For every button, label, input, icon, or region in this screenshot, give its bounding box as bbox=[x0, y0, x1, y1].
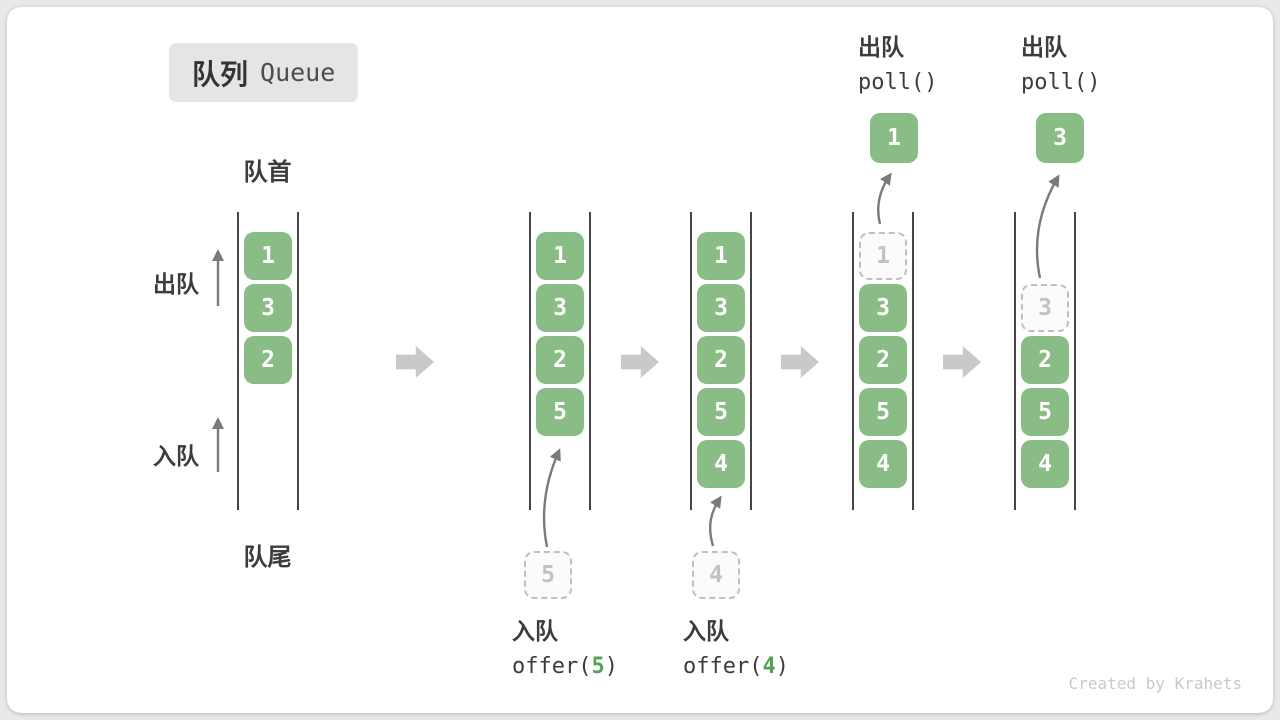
queue-item: 3 bbox=[536, 284, 584, 332]
title-zh: 队列 bbox=[192, 58, 249, 90]
queue-item: 5 bbox=[859, 388, 907, 436]
queue-item: 2 bbox=[697, 336, 745, 384]
queue-item: 2 bbox=[244, 336, 292, 384]
polled-item-3: 3 bbox=[1036, 113, 1084, 163]
queue-item: 3 bbox=[244, 284, 292, 332]
queue-item: 5 bbox=[697, 388, 745, 436]
queue-item: 1 bbox=[244, 232, 292, 280]
queue-item: 1 bbox=[536, 232, 584, 280]
enqueue-arg: 5 bbox=[591, 654, 605, 679]
title-badge: 队列 Queue bbox=[169, 43, 359, 102]
queue-item-ghost: 1 bbox=[859, 232, 907, 280]
queue-item: 2 bbox=[1021, 336, 1069, 384]
title-en: Queue bbox=[260, 58, 336, 87]
queue-item-ghost: 3 bbox=[1021, 284, 1069, 332]
queue-wall-left bbox=[690, 212, 692, 510]
pending-item-4: 4 bbox=[692, 551, 740, 599]
queue-item: 5 bbox=[1021, 388, 1069, 436]
watermark: Created by Krahets bbox=[1068, 674, 1242, 693]
enqueue-arg: 4 bbox=[762, 654, 776, 679]
dequeue-direction-label: 出队 bbox=[153, 271, 199, 297]
queue-wall-left bbox=[852, 212, 854, 510]
queue-wall-left bbox=[237, 212, 239, 510]
enqueue-caption-code: offer(5) bbox=[512, 654, 618, 679]
queue-item: 4 bbox=[697, 440, 745, 488]
dequeue-caption-label: 出队 bbox=[858, 34, 904, 60]
enqueue-direction-label: 入队 bbox=[153, 443, 199, 469]
dequeue-caption: 出队 poll() bbox=[858, 28, 937, 95]
queue-wall-right bbox=[1074, 212, 1076, 510]
queue-rear-label: 队尾 bbox=[243, 544, 292, 571]
enqueue-caption: 入队 offer(4) bbox=[683, 612, 789, 679]
queue-wall-right bbox=[750, 212, 752, 510]
queue-item: 5 bbox=[536, 388, 584, 436]
queue-item: 1 bbox=[697, 232, 745, 280]
queue-front-label: 队首 bbox=[243, 159, 292, 186]
dequeue-caption-code: poll() bbox=[1021, 70, 1101, 95]
queue-wall-left bbox=[1014, 212, 1016, 510]
queue-wall-right bbox=[589, 212, 591, 510]
queue-item: 4 bbox=[1021, 440, 1069, 488]
queue-item: 4 bbox=[859, 440, 907, 488]
queue-item: 2 bbox=[859, 336, 907, 384]
queue-wall-right bbox=[912, 212, 914, 510]
enqueue-caption-code: offer(4) bbox=[683, 654, 789, 679]
pending-item-5: 5 bbox=[524, 551, 572, 599]
dequeue-caption-label: 出队 bbox=[1021, 34, 1067, 60]
enqueue-caption-label: 入队 bbox=[512, 618, 558, 644]
enqueue-caption: 入队 offer(5) bbox=[512, 612, 618, 679]
queue-item: 2 bbox=[536, 336, 584, 384]
polled-item-1: 1 bbox=[870, 113, 918, 163]
enqueue-caption-label: 入队 bbox=[683, 618, 729, 644]
queue-wall-left bbox=[529, 212, 531, 510]
queue-item: 3 bbox=[859, 284, 907, 332]
dequeue-caption: 出队 poll() bbox=[1021, 28, 1100, 95]
queue-item: 3 bbox=[697, 284, 745, 332]
dequeue-caption-code: poll() bbox=[858, 70, 938, 95]
queue-wall-right bbox=[297, 212, 299, 510]
